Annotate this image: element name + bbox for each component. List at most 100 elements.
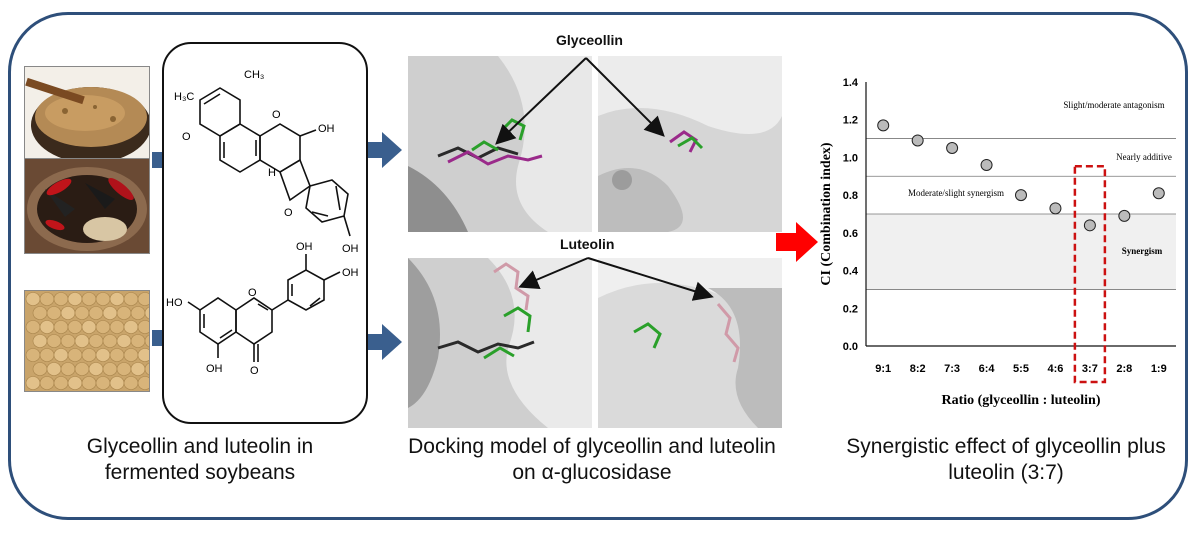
- data-point-1-9: [1152, 187, 1165, 200]
- soybean: [39, 348, 55, 362]
- soybean: [60, 306, 76, 320]
- soybean: [81, 376, 97, 390]
- soybean: [144, 306, 149, 320]
- soybean: [137, 376, 149, 390]
- caption-middle: Docking model of glyceollin and luteolin…: [408, 435, 776, 484]
- soybean: [123, 292, 139, 306]
- data-point-6-4: [980, 158, 993, 171]
- soybean: [116, 334, 132, 348]
- soybean: [32, 334, 48, 348]
- soybean: [81, 348, 97, 362]
- soybean: [95, 348, 111, 362]
- annotation-moderate-synergism: Moderate/slight synergism: [908, 188, 1004, 198]
- x-tick-label: 7:3: [944, 363, 960, 375]
- annotation-synergism: Synergism: [1122, 246, 1163, 256]
- soybean: [25, 348, 41, 362]
- label-glyceollin: Glyceollin: [556, 32, 623, 48]
- soybean: [39, 376, 55, 390]
- soybean: [53, 376, 69, 390]
- soybean: [123, 376, 139, 390]
- data-point-3-7: [1083, 219, 1096, 232]
- x-tick-label: 9:1: [875, 363, 891, 375]
- soybean: [46, 334, 62, 348]
- soybean: [137, 292, 149, 306]
- soybean: [60, 362, 76, 376]
- soybean: [130, 362, 146, 376]
- label-luteolin: Luteolin: [560, 236, 615, 252]
- caption-right: Synergistic effect of glyceollin plus lu…: [846, 435, 1166, 484]
- docking-glyceollin-images: [408, 56, 782, 232]
- data-point-4-6: [1049, 202, 1062, 215]
- soybean: [102, 362, 118, 376]
- x-tick-label: 3:7: [1082, 363, 1098, 375]
- luteolin-structure: [187, 254, 341, 362]
- soybean: [109, 376, 125, 390]
- soybean: [74, 334, 90, 348]
- arrow-glyceollin-to-docking: [360, 132, 402, 168]
- soybean: [74, 306, 90, 320]
- soybean: [102, 334, 118, 348]
- soybean: [32, 306, 48, 320]
- luteolin-hydroxyl-ho: HO: [166, 297, 183, 309]
- soybean: [123, 348, 139, 362]
- x-tick-label: 1:9: [1151, 363, 1167, 375]
- x-tick-label: 4:6: [1047, 363, 1063, 375]
- soybean: [88, 306, 104, 320]
- x-tick-label: 5:5: [1013, 363, 1029, 375]
- glyceollin-oxygen-1: O: [182, 131, 191, 143]
- soybean: [81, 292, 97, 306]
- soybean: [53, 320, 69, 334]
- soy-sauce-jar-image: [25, 159, 149, 253]
- glyceollin-structure: [199, 87, 351, 237]
- soybean: [46, 306, 62, 320]
- glyceollin-oxygen-3: O: [284, 207, 293, 219]
- photo-soybeans: [24, 290, 150, 392]
- data-point-2-8: [1118, 209, 1131, 222]
- y-tick-label: 1.4: [843, 77, 859, 89]
- soybean: [144, 334, 149, 348]
- y-axis-title: CI (Combination index): [819, 142, 834, 285]
- soybean: [25, 292, 41, 306]
- glyceollin-hydrogen: H: [268, 167, 276, 179]
- soybean: [95, 376, 111, 390]
- y-tick-label: 0.6: [843, 228, 858, 240]
- annotation-additive: Nearly additive: [1116, 152, 1172, 162]
- soybean: [39, 292, 55, 306]
- soybean: [67, 348, 83, 362]
- soybean: [130, 306, 146, 320]
- photo-fermented-paste: [24, 66, 150, 160]
- x-tick-label: 6:4: [979, 363, 996, 375]
- photo-soy-sauce-jar: [24, 158, 150, 254]
- x-axis-title: Ratio (glyceollin : luteolin): [941, 393, 1100, 408]
- glyceollin-methyl-2: H₃C: [174, 91, 194, 103]
- soybean: [102, 306, 118, 320]
- soybean: [137, 320, 149, 334]
- soybean: [81, 320, 97, 334]
- caption-left: Glyceollin and luteolin in fermented soy…: [86, 435, 314, 484]
- soybean: [109, 348, 125, 362]
- luteolin-ring-oxygen: O: [248, 287, 257, 299]
- y-tick-label: 0.8: [843, 190, 858, 202]
- soybean: [123, 320, 139, 334]
- y-tick-label: 0.4: [843, 266, 859, 278]
- soybean: [25, 320, 41, 334]
- luteolin-carbonyl-oxygen: O: [250, 365, 259, 377]
- soybean: [137, 348, 149, 362]
- glyceollin-methyl-1: CH₃: [244, 69, 264, 81]
- pointer-arrows: [495, 57, 714, 301]
- soybean: [32, 362, 48, 376]
- soybean: [109, 320, 125, 334]
- data-point-8-2: [911, 134, 924, 147]
- soybean: [39, 320, 55, 334]
- y-tick-label: 0.2: [843, 303, 858, 315]
- soybean: [74, 362, 90, 376]
- soybean: [46, 362, 62, 376]
- soybean: [95, 292, 111, 306]
- y-tick-label: 1.0: [843, 152, 858, 164]
- soybean: [53, 292, 69, 306]
- x-tick-label: 8:2: [910, 363, 926, 375]
- soybean: [88, 362, 104, 376]
- y-tick-label: 1.2: [843, 115, 858, 127]
